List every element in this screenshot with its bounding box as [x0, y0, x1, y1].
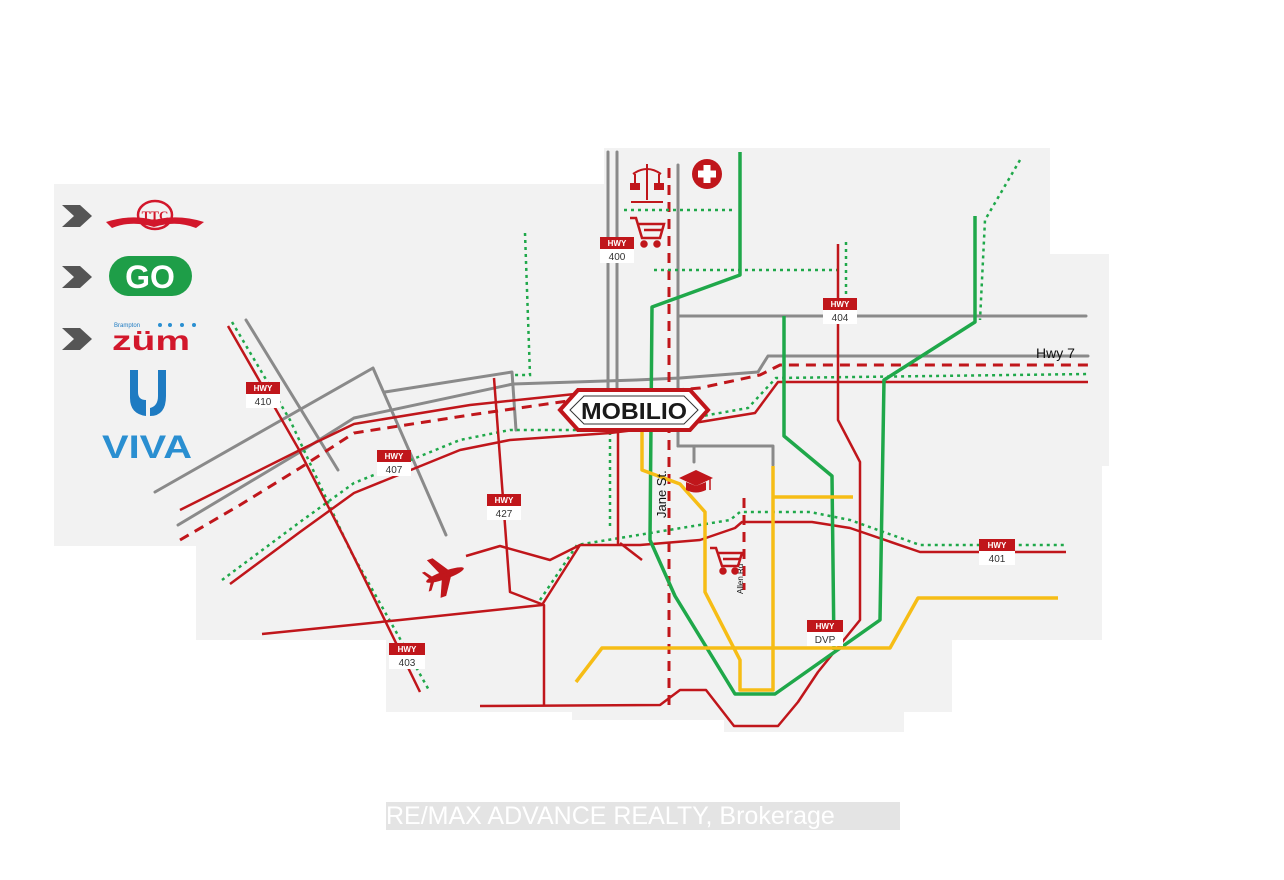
- mobilio-site-marker[interactable]: MOBILIO: [557, 388, 711, 432]
- allen-rd-label: Allen Rd: [736, 564, 745, 594]
- hwy-404-number: 404: [832, 313, 849, 324]
- viva-label: VIVA: [102, 429, 192, 465]
- zum-small-text: Brampton: [114, 323, 140, 329]
- ttc-logo-icon: TTC: [106, 199, 204, 231]
- hwy-410-number: 410: [255, 397, 272, 408]
- amusement-park-icon: [630, 164, 664, 203]
- hwy-407-shield: HWY 407: [377, 450, 411, 476]
- hwy-401-shield: HWY 401: [979, 539, 1015, 565]
- graduation-cap-icon: [679, 470, 713, 493]
- yrt-logo-icon: [130, 370, 166, 416]
- yellow-subway-line: [574, 430, 1058, 692]
- jane-st-label: Jane St.: [654, 470, 669, 518]
- hwy-401-tag: HWY: [988, 541, 1007, 550]
- hwy-410-shield: HWY 410: [246, 382, 280, 408]
- hwy-403-number: 403: [399, 658, 416, 669]
- hwy-427-tag: HWY: [495, 496, 514, 505]
- chevron-icon: [62, 205, 92, 350]
- hwy7-label: Hwy 7: [1036, 345, 1075, 361]
- hwy-dvp-shield: HWY DVP: [807, 620, 843, 646]
- hwy-403-shield: HWY 403: [389, 643, 425, 669]
- gray-roads: [153, 150, 1090, 537]
- hwy-410-tag: HWY: [254, 384, 273, 393]
- mobilio-label: MOBILIO: [581, 398, 687, 424]
- hwy-401-number: 401: [989, 554, 1006, 565]
- go-logo-icon: GO: [109, 256, 192, 296]
- map-background: [54, 148, 1109, 732]
- hwy-407-number: 407: [386, 465, 403, 476]
- hwy-400-tag: HWY: [608, 239, 627, 248]
- shopping-cart-icon: [710, 546, 744, 575]
- shopping-cart-icon: [630, 216, 666, 248]
- hwy-427-shield: HWY 427: [487, 494, 521, 520]
- highway-shields: HWY 400 HWY 404 HWY 410 HWY 407 HWY 427: [246, 237, 1015, 669]
- zum-logo-icon: Brampton züm: [112, 323, 196, 356]
- hwy-400-shield: HWY 400: [600, 237, 634, 263]
- viva-logo-icon: VIVA: [102, 429, 192, 465]
- transit-legend: TTC GO Brampton züm VIVA: [62, 199, 204, 465]
- zum-letters: züm: [112, 325, 190, 356]
- hwy-dvp-number: DVP: [815, 635, 836, 646]
- go-letters: GO: [125, 259, 175, 295]
- hwy-427-number: 427: [496, 509, 513, 520]
- hwy-400-number: 400: [609, 252, 626, 263]
- hwy-dvp-tag: HWY: [816, 622, 835, 631]
- hospital-icon: [692, 159, 722, 189]
- brokerage-watermark: RE/MAX ADVANCE REALTY, Brokerage: [386, 802, 900, 830]
- hwy-407-tag: HWY: [385, 452, 404, 461]
- ttc-letters: TTC: [142, 208, 169, 223]
- hwy-403-tag: HWY: [398, 645, 417, 654]
- airplane-icon: [421, 558, 464, 598]
- green-subway-lines: [648, 152, 977, 696]
- hwy-404-shield: HWY 404: [823, 298, 857, 324]
- hwy-404-tag: HWY: [831, 300, 850, 309]
